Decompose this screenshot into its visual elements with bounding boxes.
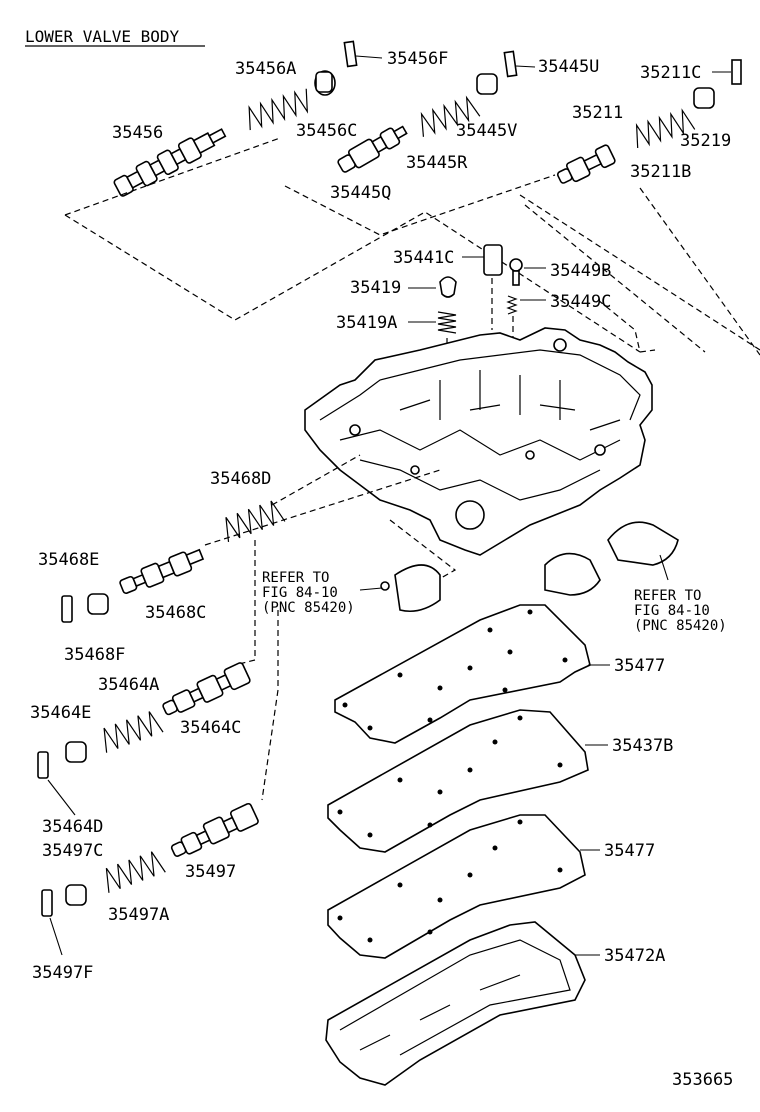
label-35211B: 35211B	[630, 162, 691, 182]
label-35219: 35219	[680, 131, 731, 151]
label-35468D: 35468D	[210, 469, 271, 489]
label-35456: 35456	[112, 123, 163, 143]
pin-35464D	[37, 751, 76, 816]
label-35477-upper: 35477	[614, 656, 665, 676]
plug-35497C	[65, 884, 87, 906]
label-35449C: 35449C	[550, 292, 611, 312]
pin-35456F	[343, 40, 383, 68]
diagram-title: LOWER VALVE BODY	[25, 27, 179, 46]
label-35445V: 35445V	[456, 121, 517, 141]
label-35468E: 35468E	[38, 550, 99, 570]
plug-35219	[693, 87, 715, 109]
figure-number: 353665	[672, 1070, 733, 1090]
spring-35464A	[103, 711, 164, 753]
label-35464A: 35464A	[98, 675, 159, 695]
spring-35445R	[420, 95, 481, 137]
pin-35445U	[503, 50, 536, 78]
cover-plate-35472A	[325, 921, 600, 1086]
label-35468C: 35468C	[145, 603, 206, 623]
valve-body-main	[304, 327, 653, 556]
label-35497C: 35497C	[42, 841, 103, 861]
label-35497F: 35497F	[32, 963, 93, 983]
label-35445U: 35445U	[538, 57, 599, 77]
label-35449B: 35449B	[550, 261, 611, 281]
refer-right-line2: FIG 84-10	[634, 603, 710, 619]
valve-35445Q	[337, 125, 408, 173]
label-35441C: 35441C	[393, 248, 454, 268]
refer-left-line3: (PNC 85420)	[262, 600, 355, 616]
pin-35468E	[61, 595, 73, 623]
solenoid-left	[380, 564, 441, 613]
plug-35464E	[65, 741, 87, 763]
label-35211C: 35211C	[640, 63, 701, 83]
refer-right-line1: REFER TO	[634, 588, 701, 604]
label-35472A: 35472A	[604, 946, 665, 966]
label-35437B: 35437B	[612, 736, 673, 756]
ball-35419	[408, 276, 457, 298]
refer-left-line1: REFER TO	[262, 570, 329, 586]
pin-35497F	[41, 889, 63, 956]
spring-35456A	[248, 88, 309, 131]
solenoid-right	[544, 521, 679, 596]
label-35456F: 35456F	[387, 49, 448, 69]
spring-35211B	[635, 108, 696, 148]
valve-35468C	[119, 548, 205, 594]
check-ball-35449B	[509, 258, 546, 286]
plug-35445V	[476, 73, 498, 95]
separator-plate-35437B	[327, 709, 608, 853]
label-35464D: 35464D	[42, 817, 103, 837]
label-35456C: 35456C	[296, 121, 357, 141]
valve-35456	[113, 128, 227, 197]
refer-right-line3: (PNC 85420)	[634, 618, 727, 634]
label-35464E: 35464E	[30, 703, 91, 723]
plug-35456C	[314, 70, 336, 96]
refer-left-line2: FIG 84-10	[262, 585, 338, 601]
label-35497: 35497	[185, 862, 236, 882]
valve-35497	[170, 802, 259, 857]
spring-35497A	[105, 851, 166, 893]
label-35456A: 35456A	[235, 59, 296, 79]
label-35445Q: 35445Q	[330, 183, 391, 203]
label-35468F: 35468F	[64, 645, 125, 665]
spring-35468D	[225, 454, 361, 543]
label-35464C: 35464C	[180, 718, 241, 738]
gasket-holes	[337, 609, 568, 943]
pin-35211C	[712, 59, 742, 85]
label-35445R: 35445R	[406, 153, 468, 173]
label-35211: 35211	[572, 103, 623, 123]
plug-35468F	[87, 593, 109, 615]
label-35497A: 35497A	[108, 905, 169, 925]
label-35419: 35419	[350, 278, 401, 298]
spring-35449C	[506, 295, 546, 350]
gasket-35477-upper	[334, 604, 610, 744]
gasket-35477-lower	[327, 814, 600, 959]
valve-35464C	[162, 662, 251, 716]
label-35419A: 35419A	[336, 313, 397, 333]
label-35477-lower: 35477	[604, 841, 655, 861]
valve-35211	[556, 144, 616, 184]
sleeve-35441C	[462, 244, 503, 330]
